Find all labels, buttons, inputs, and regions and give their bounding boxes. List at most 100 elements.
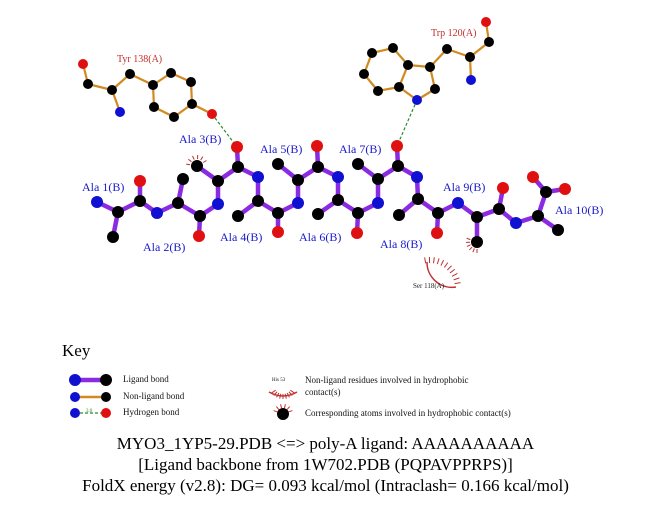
hydrophobic-spoke	[453, 277, 460, 281]
oxygen-atom-ala7	[391, 140, 403, 152]
hydrophobic-spoke	[424, 257, 427, 264]
oxygen-atom-trp120	[481, 17, 491, 27]
hydrophobic-spoke	[286, 406, 291, 410]
carbon-atom-ala4	[232, 210, 244, 222]
ligand-label-ala10: Ala 10(B)	[555, 203, 604, 217]
carbon-atom-ala9	[471, 236, 483, 248]
hydrophobic-spoke	[443, 262, 449, 268]
ligand-label-ala6: Ala 6(B)	[299, 230, 342, 244]
oxygen-atom-ala4	[272, 226, 284, 238]
key-non-ligand-bond-label: Non-ligand bond	[123, 391, 185, 401]
hydrophobic-spoke	[288, 391, 293, 396]
hydrogen-bond-trp120-ala7	[396, 99, 418, 147]
key-hydrophobic-atom-spokes	[273, 404, 293, 413]
carbon-atom-ala7	[352, 158, 364, 170]
key-hydrogen-bond-label: Hydrogen bond	[123, 407, 180, 417]
hydrophobic-contact-ala3-atom	[186, 154, 207, 166]
carbon-atom-ala7	[392, 160, 404, 172]
carbon-atom-ala5	[272, 158, 284, 170]
carbon-atom-ala10	[540, 186, 552, 198]
carbon-atom-ala3	[232, 161, 244, 173]
ligand-label-ala1: Ala 1(B)	[82, 180, 125, 194]
key-nitrogen-atom	[70, 408, 80, 418]
carbon-atom-tyr138	[169, 112, 179, 122]
nitrogen-atom-ala7	[372, 197, 384, 209]
carbon-atom-ala1	[112, 206, 124, 218]
nitrogen-atom-ala8	[411, 171, 423, 183]
carbon-atom-trp120	[359, 69, 369, 79]
hydrophobic-spoke	[451, 273, 458, 277]
oxygen-atom-tyr138	[207, 109, 217, 119]
carbon-atom-ala8	[393, 209, 405, 221]
carbon-atom-trp120	[465, 52, 475, 62]
key-ligand-bond-label: Ligand bond	[123, 374, 169, 384]
carbon-atom-tyr138	[166, 68, 176, 78]
hydrophobic-spoke	[436, 258, 440, 265]
oxygen-atom-ala10	[559, 183, 571, 195]
carbon-atom-tyr138	[186, 77, 196, 87]
carbon-atom-ala6	[352, 207, 364, 219]
nitrogen-atom-ala9	[452, 197, 464, 209]
carbon-atom-trp120	[484, 37, 494, 47]
carbon-atom-ala6	[312, 208, 324, 220]
carbon-atom-ala5	[312, 161, 324, 173]
carbon-atom-ala4	[272, 207, 284, 219]
oxygen-atom-ala9	[497, 182, 509, 194]
nitrogen-atom-ala6	[332, 171, 344, 183]
hydrophobic-spoke	[432, 257, 435, 264]
carbon-atom-tyr138	[125, 69, 135, 79]
carbon-atom-ala3	[191, 160, 203, 172]
carbon-atom-trp120	[367, 48, 377, 58]
hydrophobic-spoke	[283, 404, 286, 409]
carbon-atom-ala9	[471, 211, 483, 223]
nitrogen-atom-trp120	[412, 95, 422, 105]
oxygen-atom-ala10	[527, 171, 539, 183]
nitrogen-atom-ala3	[212, 198, 224, 210]
carbon-atom-ala2	[172, 197, 184, 209]
carbon-atom-ala1	[134, 195, 146, 207]
key-hydrophobic-arc-spokes	[271, 389, 295, 399]
ligand-label-ala2: Ala 2(B)	[143, 240, 186, 254]
carbon-atom-trp120	[442, 44, 452, 54]
hydrophobic-spoke	[200, 156, 204, 161]
hydrophobic-spoke	[449, 268, 456, 274]
caption-line-2: [Ligand backbone from 1W702.PDB (PQPAVPP…	[138, 455, 513, 474]
carbon-atom-ala4	[252, 195, 264, 207]
oxygen-atom-ala2	[193, 230, 205, 242]
oxygen-atom-ala8	[431, 227, 443, 239]
key-carbon-atom	[101, 392, 111, 402]
oxygen-atom-ala5	[311, 140, 323, 152]
carbon-atom-ala2	[194, 210, 206, 222]
hydrogen-bond-tyr138-ala3	[211, 113, 238, 148]
hydrophobic-contact-ala9-atom	[465, 237, 478, 253]
carbon-atom-ala10	[552, 224, 564, 236]
carbon-atom-tyr138	[187, 99, 197, 109]
hydrophobic-spoke	[284, 393, 287, 399]
hydrophobic-spoke	[188, 158, 192, 163]
carbon-atom-ala7	[372, 173, 384, 185]
hydrophobic-spoke	[186, 163, 191, 166]
key-hydrophobic-atom-icon	[277, 408, 289, 420]
key-nitrogen-atom	[69, 374, 81, 386]
carbon-atom-tyr138	[149, 102, 159, 112]
key-oxygen-atom	[101, 408, 111, 418]
caption-line-3: FoldX energy (v2.8): DG= 0.093 kcal/mol …	[82, 476, 569, 495]
hydrophobic-spoke	[276, 392, 280, 398]
ligand-label-ala9: Ala 9(B)	[443, 180, 486, 194]
key-non-ligand-residues-line2: contact(s)	[305, 387, 341, 397]
carbon-atom-trp120	[373, 86, 383, 96]
carbon-atom-ala3	[212, 175, 224, 187]
carbon-atom-ala2	[177, 173, 189, 185]
hydrophobic-spoke	[454, 282, 461, 285]
caption-line-1: MYO3_1YP5-29.PDB <=> poly-A ligand: AAAA…	[116, 434, 535, 453]
key-non-ligand-residues-line1: Non-ligand residues involved in hydropho…	[305, 375, 469, 385]
residue-label-trp120: Trp 120(A)	[431, 28, 477, 39]
carbon-atom-ala1	[107, 231, 119, 243]
carbon-atom-ala8	[432, 207, 444, 219]
nitrogen-atom-tyr138	[115, 107, 125, 117]
nitrogen-atom-ala4	[252, 171, 264, 183]
carbon-atom-tyr138	[107, 85, 117, 95]
carbon-atom-trp120	[388, 43, 398, 53]
carbon-atom-ala5	[292, 174, 304, 186]
